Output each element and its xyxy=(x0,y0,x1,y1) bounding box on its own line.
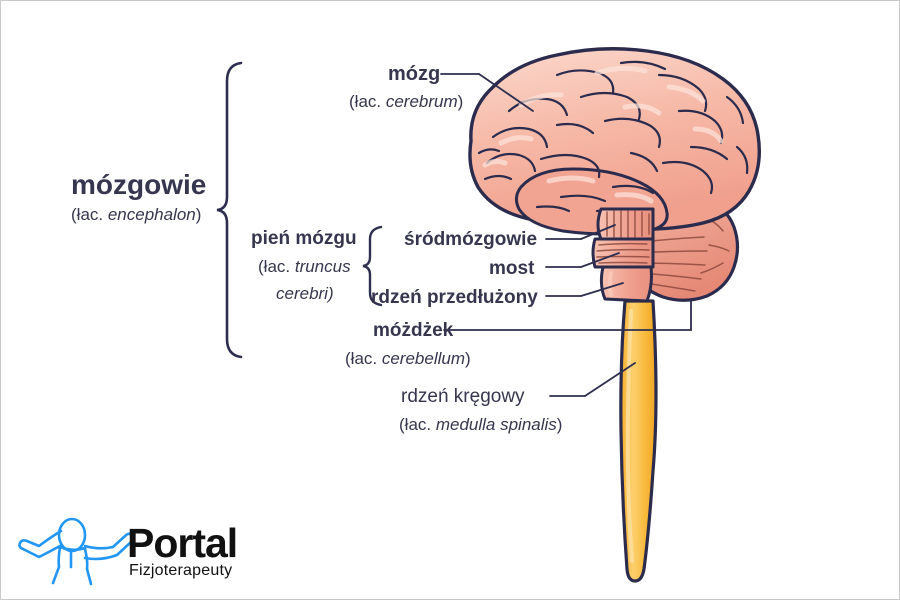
brainstem-shape xyxy=(591,207,655,303)
leader-line-cerebrum xyxy=(478,73,534,112)
label-brainstem-name: pień mózgu xyxy=(251,228,357,249)
label-brainstem-latin-2: cerebri) xyxy=(276,284,334,303)
latin-term-medulla-spinalis: medulla spinalis xyxy=(435,415,557,434)
label-spinalcord-name: rdzeń kręgowy xyxy=(401,386,525,407)
latin-term-cerebrum: cerebrum xyxy=(385,92,458,111)
latin-term-truncus: truncus xyxy=(294,257,351,276)
brace-encephalon xyxy=(216,61,243,359)
leader-line-pons xyxy=(580,252,620,268)
label-brainstem-latin-1: (łac. truncus xyxy=(258,257,351,276)
logo-brand-text: Portal xyxy=(127,520,238,566)
leader-line-medulla xyxy=(580,282,624,297)
label-cerebellum-latin: (łac. cerebellum) xyxy=(345,349,471,368)
label-pons: most xyxy=(489,258,535,279)
label-encephalon-latin: (łac. encephalon) xyxy=(71,205,202,224)
label-spinalcord-latin: (łac. medulla spinalis) xyxy=(399,415,563,434)
brace-brainstem xyxy=(362,225,383,307)
leader-line-cerebellum xyxy=(443,300,692,331)
latin-term-cerebellum: cerebellum xyxy=(381,349,465,368)
label-midbrain: śródmózgowie xyxy=(404,229,538,250)
label-encephalon-name: mózgowie xyxy=(71,169,207,200)
label-medulla: rdzeń przedłużony xyxy=(371,287,538,308)
logo-tagline-text: Fizjoterapeuty xyxy=(129,562,233,579)
label-cerebrum-name: mózg xyxy=(388,63,441,85)
person-arms-raised-icon xyxy=(18,517,135,586)
spinal-cord-shape xyxy=(619,299,658,583)
latin-term-encephalon: encephalon xyxy=(107,205,196,224)
leader-line-midbrain xyxy=(580,224,616,240)
leader-line-spinalcord xyxy=(584,362,636,397)
cerebrum-shape xyxy=(468,47,762,236)
label-cerebrum-latin: (łac. cerebrum) xyxy=(349,92,464,111)
label-cerebellum-name: móżdżek xyxy=(373,320,454,341)
